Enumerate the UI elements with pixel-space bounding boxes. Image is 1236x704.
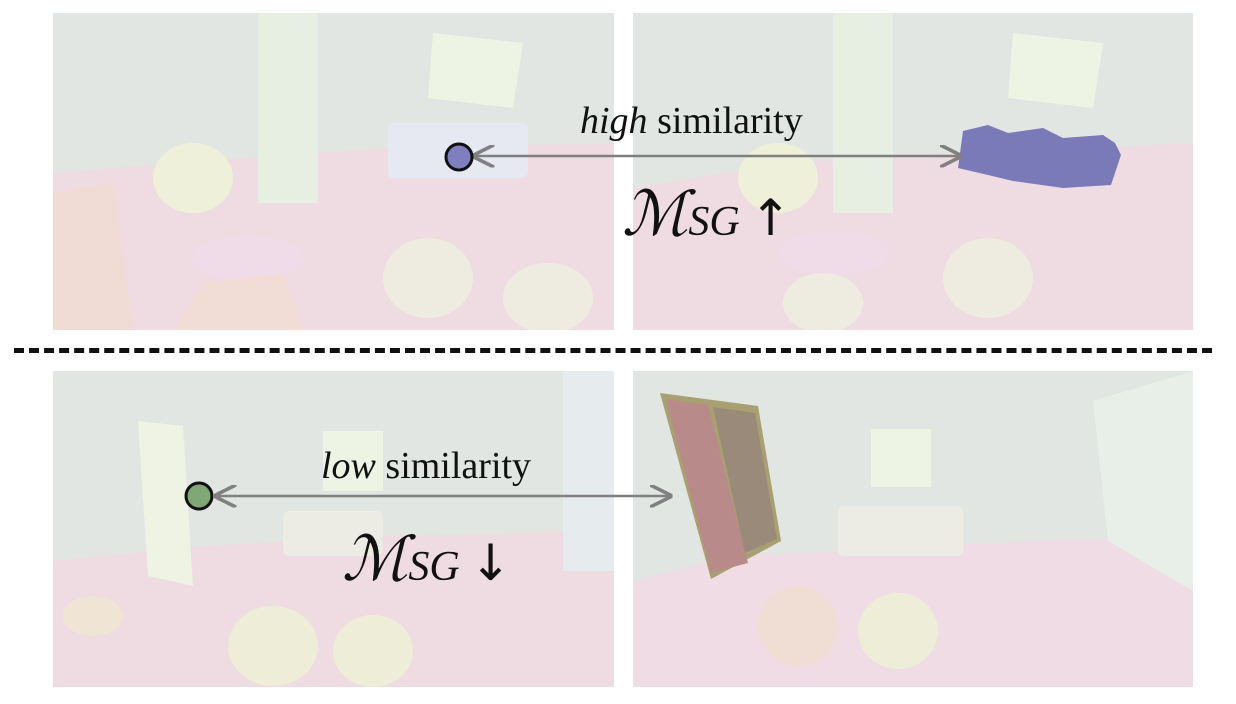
- scene-panel-bottom-right: [633, 371, 1193, 687]
- section-divider: [14, 348, 1212, 353]
- high-similarity-label: high similarity: [580, 102, 803, 140]
- sofa-object: [958, 125, 1121, 188]
- query-point-bottom: [184, 481, 214, 511]
- scene-panel-top-right: [633, 13, 1193, 330]
- low-similarity-label: low similarity: [321, 447, 531, 485]
- label-rest-high: similarity: [647, 100, 803, 142]
- label-emphasis-low: low: [321, 445, 376, 487]
- scene-panel-bottom-left: [53, 371, 614, 687]
- metric-subscript-bottom: SG: [408, 544, 460, 590]
- label-emphasis-high: high: [580, 100, 648, 142]
- metric-top: ℳSG↑: [622, 183, 792, 245]
- query-point-top: [444, 142, 474, 172]
- label-rest-low: similarity: [375, 445, 532, 487]
- metric-bottom: ℳSG↓: [342, 528, 512, 590]
- metric-subscript-top: SG: [688, 199, 740, 245]
- down-arrow-icon: ↓: [469, 534, 512, 592]
- up-arrow-icon: ↑: [749, 189, 792, 247]
- scene-panel-top-left: [53, 13, 614, 330]
- metric-symbol-bottom: ℳ: [342, 522, 409, 595]
- metric-symbol-top: ℳ: [622, 177, 689, 250]
